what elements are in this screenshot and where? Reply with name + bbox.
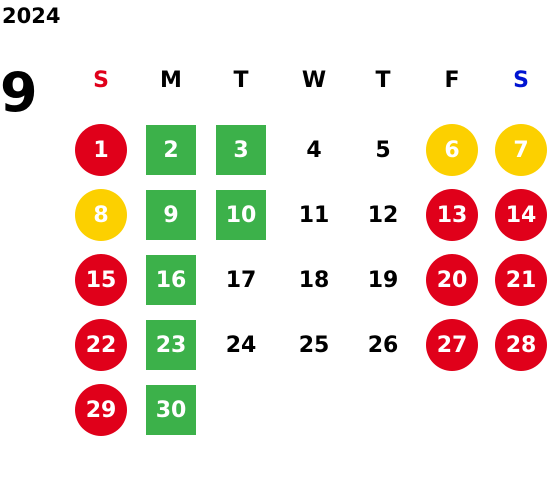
day-18: 18 bbox=[298, 267, 330, 293]
day-27: 27 bbox=[426, 319, 478, 371]
day-3: 3 bbox=[216, 125, 266, 175]
year-label: 2024 bbox=[2, 4, 61, 28]
day-19: 19 bbox=[367, 267, 399, 293]
day-15: 15 bbox=[75, 254, 127, 306]
day-5: 5 bbox=[375, 137, 391, 163]
weekday-header-wed: W bbox=[301, 67, 327, 93]
day-23: 23 bbox=[146, 320, 196, 370]
day-9: 9 bbox=[146, 190, 196, 240]
day-28: 28 bbox=[495, 319, 547, 371]
day-21: 21 bbox=[495, 254, 547, 306]
day-11: 11 bbox=[298, 202, 330, 228]
weekday-header-thu: T bbox=[375, 67, 391, 93]
weekday-header-sat: S bbox=[513, 67, 529, 93]
day-25: 25 bbox=[298, 332, 330, 358]
day-8: 8 bbox=[75, 189, 127, 241]
day-12: 12 bbox=[367, 202, 399, 228]
weekday-header-mon: M bbox=[160, 67, 182, 93]
day-30: 30 bbox=[146, 385, 196, 435]
day-6: 6 bbox=[426, 124, 478, 176]
month-number: 9 bbox=[0, 61, 38, 124]
day-20: 20 bbox=[426, 254, 478, 306]
day-24: 24 bbox=[225, 332, 257, 358]
day-26: 26 bbox=[367, 332, 399, 358]
day-13: 13 bbox=[426, 189, 478, 241]
weekday-header-sun: S bbox=[93, 67, 109, 93]
day-10: 10 bbox=[216, 190, 266, 240]
day-22: 22 bbox=[75, 319, 127, 371]
weekday-header-tue: T bbox=[233, 67, 249, 93]
day-7: 7 bbox=[495, 124, 547, 176]
day-29: 29 bbox=[75, 384, 127, 436]
weekday-header-fri: F bbox=[444, 67, 460, 93]
day-14: 14 bbox=[495, 189, 547, 241]
day-2: 2 bbox=[146, 125, 196, 175]
day-17: 17 bbox=[225, 267, 257, 293]
day-1: 1 bbox=[75, 124, 127, 176]
day-16: 16 bbox=[146, 255, 196, 305]
day-4: 4 bbox=[306, 137, 322, 163]
